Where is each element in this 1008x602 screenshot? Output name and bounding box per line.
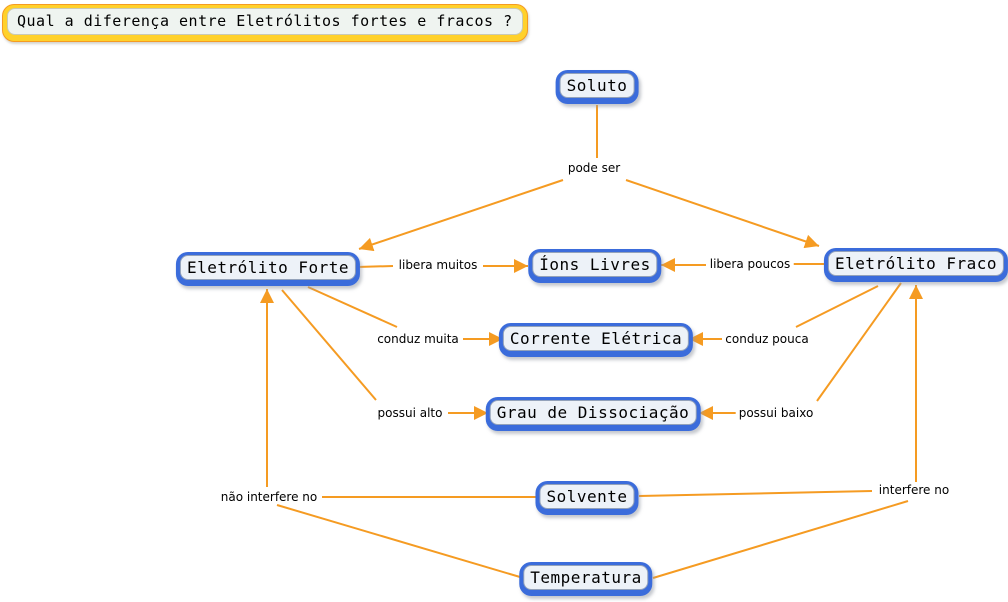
- concept-solvente[interactable]: Solvente: [535, 481, 639, 515]
- edge-forte-libera-muitos: [356, 265, 394, 268]
- edge-solvente-interfere: [638, 490, 873, 497]
- linking-phrase-conduz-pouca[interactable]: conduz pouca: [722, 332, 812, 346]
- concept-solvente-label: Solvente: [539, 484, 635, 509]
- concept-eletrolito-fraco-label: Eletrólito Fraco: [827, 251, 1005, 276]
- concept-grau-de-dissociacao-label: Grau de Dissociação: [489, 400, 697, 425]
- concept-soluto[interactable]: Soluto: [555, 70, 639, 104]
- linking-phrase-libera-poucos[interactable]: libera poucos: [706, 257, 794, 271]
- linking-phrase-pode-ser[interactable]: pode ser: [564, 161, 624, 175]
- concept-soluto-label: Soluto: [559, 73, 635, 98]
- edge-fraco-conduz-pouca: [795, 285, 879, 328]
- concept-corrente-eletrica-label: Corrente Elétrica: [502, 326, 690, 351]
- linking-phrase-interfere-no[interactable]: interfere no: [875, 483, 953, 497]
- concept-ions-livres-label: Íons Livres: [532, 252, 658, 277]
- concept-eletrolito-forte[interactable]: Eletrólito Forte: [175, 252, 361, 286]
- linking-phrase-nao-interfere-no[interactable]: não interfere no: [217, 490, 321, 504]
- concept-eletrolito-forte-label: Eletrólito Forte: [179, 255, 357, 280]
- question-node[interactable]: Qual a diferença entre Eletrólitos forte…: [2, 4, 528, 42]
- edge-pode-ser-eletrolito-fraco: [625, 179, 820, 249]
- concept-temperatura[interactable]: Temperatura: [519, 562, 653, 596]
- linking-phrase-libera-muitos[interactable]: libera muitos: [395, 258, 481, 272]
- linking-phrase-possui-baixo[interactable]: possui baixo: [735, 406, 817, 420]
- edge-forte-possui-alto: [281, 289, 377, 401]
- concept-ions-livres[interactable]: Íons Livres: [528, 249, 662, 283]
- edge-temperatura-nao-interfere: [276, 504, 521, 578]
- edge-pode-ser-eletrolito-forte: [358, 179, 564, 252]
- concept-corrente-eletrica[interactable]: Corrente Elétrica: [498, 323, 694, 357]
- edge-fraco-possui-baixo: [816, 282, 902, 402]
- concept-grau-de-dissociacao[interactable]: Grau de Dissociação: [485, 397, 701, 431]
- linking-phrase-conduz-muita[interactable]: conduz muita: [374, 332, 462, 346]
- question-label: Qual a diferença entre Eletrólitos forte…: [7, 8, 523, 35]
- concept-eletrolito-fraco[interactable]: Eletrólito Fraco: [823, 248, 1008, 282]
- concept-temperatura-label: Temperatura: [523, 565, 649, 590]
- edge-forte-conduz-muita: [307, 286, 398, 328]
- linking-phrase-possui-alto[interactable]: possui alto: [374, 406, 446, 420]
- edge-temperatura-interfere: [652, 500, 909, 579]
